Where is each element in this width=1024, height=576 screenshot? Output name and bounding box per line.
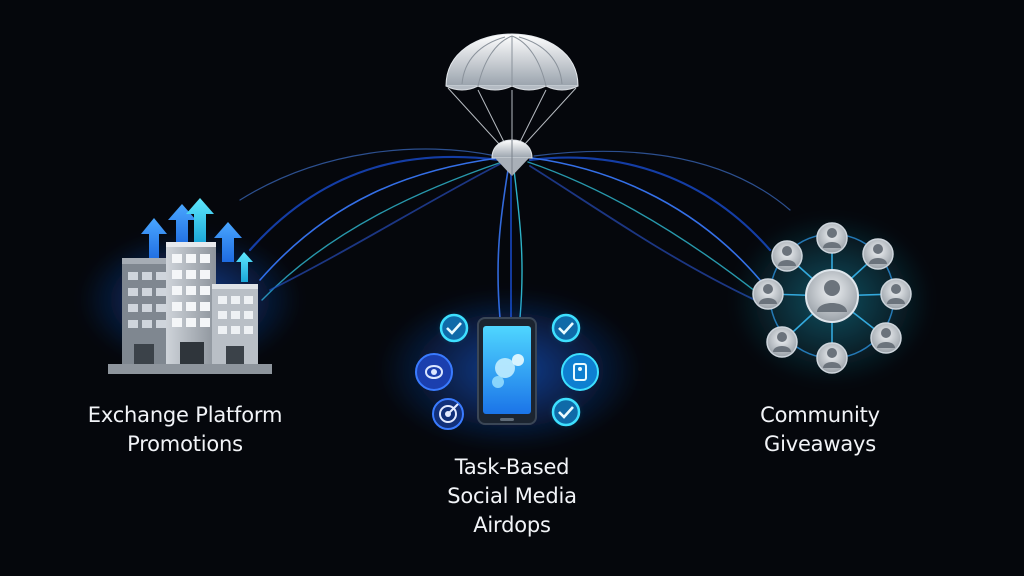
avatar bbox=[880, 278, 912, 310]
share-icon bbox=[561, 353, 599, 391]
avatar bbox=[766, 326, 798, 358]
checkmark-icon bbox=[549, 395, 583, 429]
label-line: Community bbox=[760, 403, 880, 427]
office-buildings-with-up-arrows-icon bbox=[80, 198, 300, 374]
label-line: Giveaways bbox=[764, 432, 876, 456]
smartphone-with-task-icons bbox=[380, 290, 640, 450]
up-arrow-icon bbox=[141, 198, 253, 282]
parachute-crate bbox=[491, 139, 533, 176]
target-icon bbox=[432, 398, 464, 430]
avatar bbox=[816, 342, 848, 374]
label-line: Task-Based bbox=[454, 455, 570, 479]
avatar bbox=[870, 322, 902, 354]
avatar bbox=[862, 238, 894, 270]
checkmark-icon bbox=[437, 311, 471, 345]
label-line: Social Media bbox=[447, 484, 577, 508]
label-line: Airdops bbox=[473, 513, 551, 537]
connector-to-exchange bbox=[239, 148, 503, 301]
avatar bbox=[752, 278, 784, 310]
user-network-icon bbox=[732, 215, 932, 385]
label-line: Exchange Platform bbox=[87, 403, 283, 427]
parachute-icon bbox=[445, 33, 579, 176]
connector-to-community bbox=[527, 150, 791, 301]
avatar bbox=[805, 269, 859, 323]
label-line: Promotions bbox=[127, 432, 243, 456]
avatar bbox=[771, 240, 803, 272]
smartphone-icon bbox=[477, 317, 537, 425]
exchange-platform-promotions-label: Exchange Platform Promotions bbox=[60, 401, 310, 459]
avatar bbox=[816, 222, 848, 254]
checkmark-icon bbox=[549, 311, 583, 345]
task-based-social-media-airdrops-label: Task-Based Social Media Airdops bbox=[392, 453, 632, 540]
social-media-icon bbox=[415, 353, 453, 391]
community-giveaways-label: Community Giveaways bbox=[720, 401, 920, 459]
